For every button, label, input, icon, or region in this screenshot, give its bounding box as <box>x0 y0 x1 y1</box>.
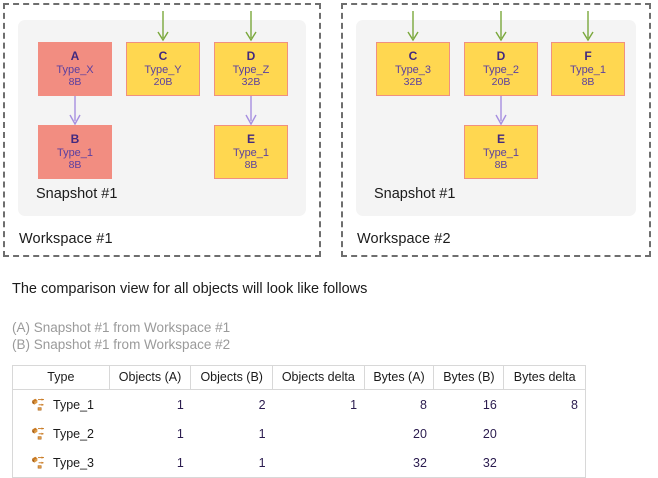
cell-objects-delta <box>273 448 365 478</box>
object-size: 8B <box>244 159 258 172</box>
cell-bytes-delta: 8 <box>571 397 578 412</box>
object-size: 8B <box>68 159 82 172</box>
cell-type: Type_3 <box>13 448 110 478</box>
object-name: E <box>496 131 505 146</box>
object-type: Type_1 <box>232 146 270 159</box>
type-class-icon <box>32 398 44 411</box>
object-size: 8B <box>581 76 595 89</box>
cell-objects-a: 1 <box>176 426 184 441</box>
object-name: C <box>408 48 418 63</box>
object-box-b[interactable]: B Type_1 8B <box>38 125 112 179</box>
object-size: 8B <box>68 76 82 89</box>
object-type: Type_2 <box>482 63 520 76</box>
cell-bytes-a: 8 <box>420 397 427 412</box>
cell-objects-b: 1 <box>258 455 266 470</box>
workspace-1-snapshot-label: Snapshot #1 <box>36 186 118 202</box>
object-type: Type_1 <box>56 146 94 159</box>
cell-objects-delta: 1 <box>350 397 358 412</box>
table-header-row: Type Objects (A) Objects (B) Objects del… <box>12 365 586 390</box>
column-header-objects-b[interactable]: Objects (B) <box>190 365 274 390</box>
cell-bytes-a: 32 <box>413 455 427 470</box>
object-type: Type_1 <box>569 63 607 76</box>
cell-bytes-delta <box>504 448 586 478</box>
object-box-e[interactable]: E Type_1 8B <box>214 125 288 179</box>
cell-type: Type_2 <box>13 419 110 448</box>
comparison-table: Type Objects (A) Objects (B) Objects del… <box>12 365 586 478</box>
legend-line-b: (B) Snapshot #1 from Workspace #2 <box>12 337 231 352</box>
object-box-d[interactable]: D Type_Z 32B <box>214 42 288 96</box>
object-box-c[interactable]: C Type_Y 20B <box>126 42 200 96</box>
column-header-bytes-b[interactable]: Bytes (B) <box>433 365 505 390</box>
object-type: Type_Z <box>232 63 270 76</box>
object-name: F <box>584 48 592 63</box>
column-header-objects-delta[interactable]: Objects delta <box>272 365 365 390</box>
workspace-2-snapshot-label: Snapshot #1 <box>374 186 456 202</box>
table-row[interactable]: Type_1 1 2 1 8 16 8 <box>13 390 586 420</box>
object-type: Type_3 <box>394 63 432 76</box>
legend-line-a: (A) Snapshot #1 from Workspace #1 <box>12 320 231 335</box>
object-type: Type_1 <box>482 146 520 159</box>
object-box-c[interactable]: C Type_3 32B <box>376 42 450 96</box>
type-class-icon <box>32 427 44 440</box>
cell-type: Type_1 <box>13 390 110 420</box>
cell-bytes-b: 20 <box>482 426 497 441</box>
cell-objects-a: 1 <box>176 455 184 470</box>
object-size: 20B <box>153 76 173 89</box>
object-box-f[interactable]: F Type_1 8B <box>551 42 625 96</box>
table-row[interactable]: Type_2 1 1 20 20 <box>13 419 586 448</box>
workspace-2-container: Snapshot #1 C Type_3 32B D Type_2 20B F … <box>341 3 651 257</box>
object-type: Type_X <box>56 63 94 76</box>
cell-type-label: Type_3 <box>53 455 95 470</box>
object-name: E <box>246 131 255 146</box>
workspace-1-container: Snapshot #1 A Type_X 8B C Type_Y 20B D T… <box>3 3 321 257</box>
object-name: A <box>70 48 80 63</box>
cell-bytes-b: 32 <box>482 455 497 470</box>
cell-type-label: Type_1 <box>53 397 95 412</box>
object-name: B <box>70 131 80 146</box>
object-name: D <box>246 48 256 63</box>
workspace-2-label: Workspace #2 <box>357 231 451 247</box>
object-name: C <box>158 48 168 63</box>
object-size: 20B <box>491 76 511 89</box>
object-box-a[interactable]: A Type_X 8B <box>38 42 112 96</box>
object-box-d[interactable]: D Type_2 20B <box>464 42 538 96</box>
cell-bytes-a: 20 <box>413 426 427 441</box>
cell-objects-delta <box>273 419 365 448</box>
workspace-1-label: Workspace #1 <box>19 231 113 247</box>
column-header-bytes-a[interactable]: Bytes (A) <box>364 365 435 390</box>
cell-bytes-b: 16 <box>482 397 497 412</box>
object-size: 8B <box>494 159 508 172</box>
type-class-icon <box>32 456 44 469</box>
cell-bytes-delta <box>504 419 586 448</box>
object-size: 32B <box>241 76 261 89</box>
cell-objects-a: 1 <box>176 397 184 412</box>
object-size: 32B <box>403 76 423 89</box>
column-header-bytes-delta[interactable]: Bytes delta <box>503 365 586 390</box>
cell-objects-b: 1 <box>258 426 266 441</box>
object-name: D <box>496 48 506 63</box>
column-header-type[interactable]: Type <box>12 365 110 390</box>
cell-objects-b: 2 <box>258 397 266 412</box>
explanation-heading: The comparison view for all objects will… <box>12 281 368 297</box>
table-row[interactable]: Type_3 1 1 32 32 <box>13 448 586 478</box>
column-header-objects-a[interactable]: Objects (A) <box>109 365 192 390</box>
cell-type-label: Type_2 <box>53 426 95 441</box>
object-box-e[interactable]: E Type_1 8B <box>464 125 538 179</box>
object-type: Type_Y <box>144 63 182 76</box>
